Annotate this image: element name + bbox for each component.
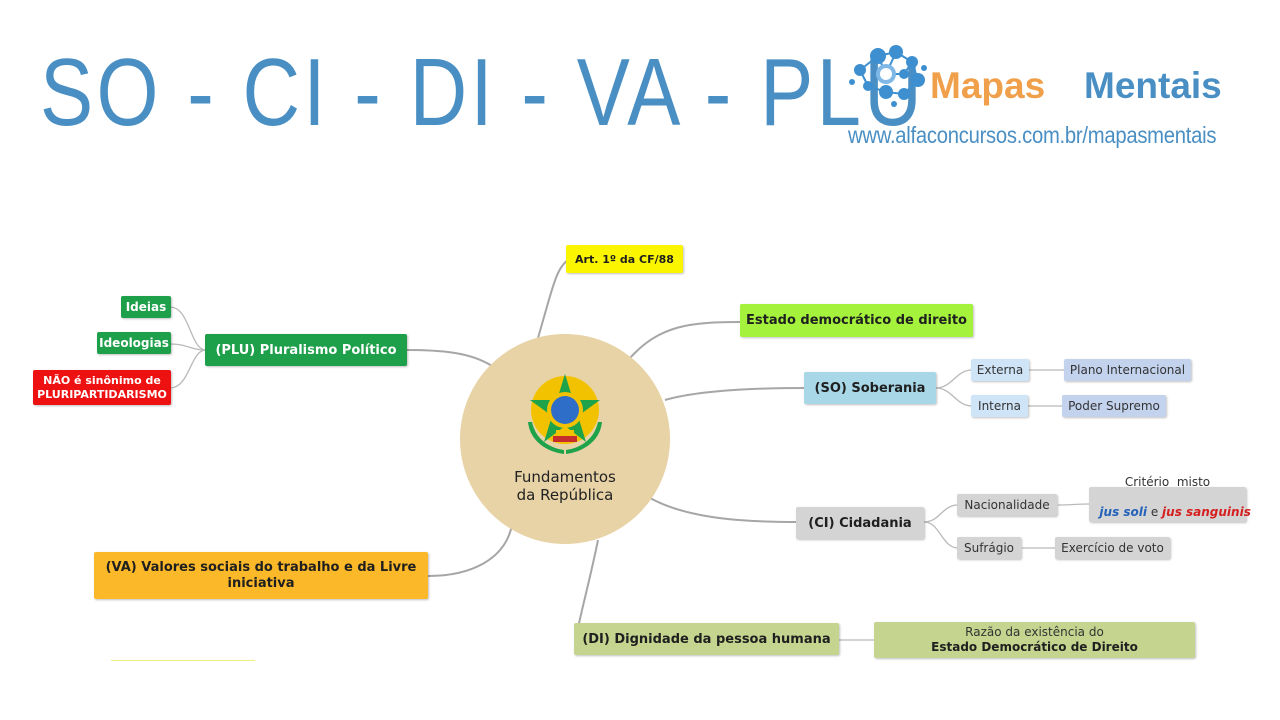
node-soberania-externa-label: Externa: [976, 363, 1024, 377]
node-nacionalidade-label: Nacionalidade: [964, 498, 1050, 512]
node-art-1[interactable]: Art. 1º da CF/88: [566, 245, 683, 273]
node-razao-existencia[interactable]: Razão da existência do Estado Democrátic…: [874, 622, 1195, 658]
jus-sanguinis-text: jus sanguinis: [1162, 504, 1251, 519]
node-nao-sinonimo[interactable]: NÃO é sinônimo de PLURIPARTIDARISMO: [33, 370, 171, 405]
node-soberania-interna-label: Interna: [978, 399, 1021, 413]
conjunction-text: e: [1147, 504, 1163, 519]
jus-soli-text: jus soli: [1099, 504, 1148, 519]
node-cidadania-label: (CI) Cidadania: [808, 515, 912, 531]
node-valores-sociais-line2: iniciativa: [227, 575, 295, 591]
node-estado-democratico-label: Estado democrático de direito: [746, 313, 967, 328]
node-criterio-misto-line2: jus soli e jus sanguinis: [1084, 490, 1251, 535]
central-topic-line1: Fundamentos: [514, 468, 616, 486]
brazil-coat-of-arms-icon: [528, 374, 602, 454]
central-topic-line2: da República: [516, 486, 614, 504]
brand-word-mapas: Mapas: [930, 65, 1046, 106]
brand[interactable]: Mapas Mentais www.alfaconcursos.com.br/m…: [848, 40, 1258, 150]
node-cidadania[interactable]: (CI) Cidadania: [796, 507, 924, 539]
node-soberania-label: (SO) Soberania: [814, 380, 926, 396]
node-pluralismo-label: (PLU) Pluralismo Político: [215, 342, 397, 358]
node-plano-internacional[interactable]: Plano Internacional: [1064, 359, 1191, 381]
brand-word-mentais: Mentais: [1084, 65, 1222, 106]
node-valores-sociais-line1: (VA) Valores sociais do trabalho e da Li…: [105, 559, 417, 575]
node-ideias[interactable]: Ideias: [121, 296, 171, 318]
node-ideologias-label: Ideologias: [99, 336, 169, 350]
node-sufragio-label: Sufrágio: [963, 541, 1015, 555]
node-soberania-externa[interactable]: Externa: [971, 359, 1029, 381]
node-nao-sinonimo-line2: PLURIPARTIDARISMO: [37, 387, 167, 401]
node-dignidade-label: (DI) Dignidade da pessoa humana: [582, 631, 831, 647]
link-estado: [629, 321, 743, 359]
central-topic-label: Fundamentos da República: [460, 468, 670, 504]
link-valores: [427, 524, 513, 577]
link-art: [537, 259, 569, 339]
node-plano-internacional-label: Plano Internacional: [1069, 363, 1186, 377]
node-soberania-interna[interactable]: Interna: [971, 395, 1028, 417]
node-art-1-label: Art. 1º da CF/88: [575, 252, 674, 266]
node-exercicio-voto-label: Exercício de voto: [1061, 541, 1164, 555]
node-valores-sociais[interactable]: (VA) Valores sociais do trabalho e da Li…: [94, 552, 428, 599]
node-poder-supremo-label: Poder Supremo: [1068, 399, 1160, 413]
node-soberania[interactable]: (SO) Soberania: [804, 372, 936, 404]
node-razao-existencia-line1: Razão da existência do: [965, 625, 1104, 639]
node-criterio-misto[interactable]: Critério misto jus soli e jus sanguinis: [1089, 475, 1251, 522]
link-cidadania: [649, 497, 799, 523]
node-estado-democratico[interactable]: Estado democrático de direito: [740, 304, 973, 337]
link-pluralismo: [405, 349, 493, 367]
node-nao-sinonimo-line1: NÃO é sinônimo de: [43, 373, 161, 387]
central-topic[interactable]: Fundamentos da República: [460, 334, 670, 544]
link-soberania: [664, 387, 807, 401]
node-ideias-label: Ideias: [125, 300, 167, 314]
node-criterio-misto-line1: Critério misto: [1124, 474, 1211, 489]
node-sufragio[interactable]: Sufrágio: [957, 537, 1021, 559]
node-pluralismo[interactable]: (PLU) Pluralismo Político: [205, 334, 407, 366]
brain-network-logo-icon: [849, 45, 927, 107]
node-dignidade[interactable]: (DI) Dignidade da pessoa humana: [574, 623, 839, 655]
node-nacionalidade[interactable]: Nacionalidade: [957, 494, 1057, 516]
node-razao-existencia-line2: Estado Democrático de Direito: [931, 640, 1138, 654]
decorative-underline: [111, 660, 255, 661]
node-poder-supremo[interactable]: Poder Supremo: [1062, 395, 1166, 417]
node-ideologias[interactable]: Ideologias: [97, 332, 171, 354]
brand-url-link[interactable]: www.alfaconcursos.com.br/mapasmentais: [848, 122, 1217, 148]
node-exercicio-voto[interactable]: Exercício de voto: [1055, 537, 1170, 559]
